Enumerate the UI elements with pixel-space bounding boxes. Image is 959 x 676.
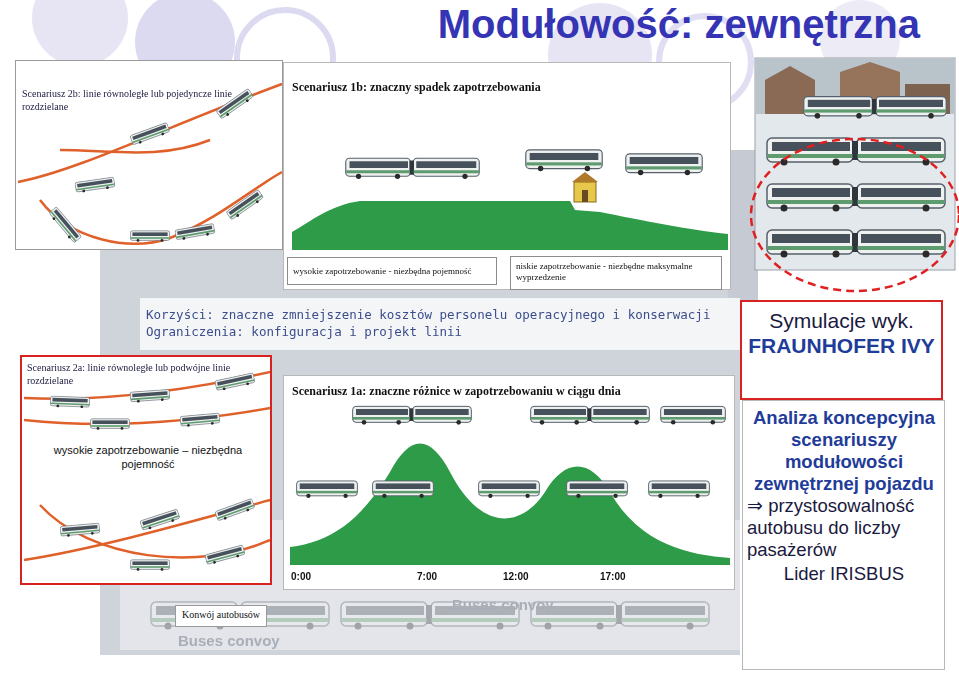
scenario-panel: Scenariusz 2b: linie równoległe lub poje…: [15, 60, 283, 250]
caption-box: Konwój autobusów: [175, 605, 267, 627]
node-text: Konwój autobusów: [179, 609, 263, 621]
caption-box: niskie zapotrzebowanie - niezbędne maksy…: [510, 256, 722, 290]
benefits-band: Korzyści: znaczne zmniejszenie kosztów p…: [140, 302, 740, 348]
node-text: Ograniczenia: konfiguracja i projekt lin…: [146, 323, 734, 340]
time-label: 0:00: [291, 571, 311, 582]
slide-title: Modułowość: zewnętrzna: [380, 0, 920, 48]
node-text: Analiza koncepcyjna scenariuszy modułowo…: [747, 407, 941, 495]
watermark: Buses convoy: [452, 596, 554, 613]
caption-box: wysokie zapotrzebowanie - niezbędna poje…: [287, 257, 497, 285]
node-text: Symulacje wyk.: [746, 308, 937, 333]
node-text: Scenariusz 2a: linie równoległe lub podw…: [27, 361, 265, 387]
time-label: 7:00: [417, 571, 437, 582]
node-text: Scenariusz 1a: znaczne różnice w zapotrz…: [292, 384, 726, 399]
node-text: niskie zapotrzebowanie - niezbędne maksy…: [516, 261, 716, 283]
node-text: Scenariusz 1b: znaczny spadek zapotrzebo…: [292, 80, 722, 95]
time-label: 17:00: [600, 571, 626, 582]
scenario-panel: Scenariusz 1a: znaczne różnice w zapotrz…: [283, 375, 735, 590]
scenario-panel: Scenariusz 1b: znaczny spadek zapotrzebo…: [283, 62, 731, 290]
time-label: 12:00: [503, 571, 529, 582]
analysis-box: Analiza koncepcyjna scenariuszy modułowo…: [742, 400, 945, 670]
demand-note: wysokie zapotrzebowanie – niezbędna poje…: [30, 442, 266, 472]
node-text: Korzyści: znaczne zmniejszenie kosztów p…: [146, 306, 734, 323]
node-text: Lider IRISBUS: [747, 563, 941, 585]
simulation-box: Symulacje wyk.FRAUNHOFER IVY: [740, 300, 943, 400]
node-text: wysokie zapotrzebowanie - niezbędna poje…: [293, 266, 491, 277]
watermark: Buses convoy: [178, 632, 280, 649]
node-text: ⇒ przystosowalność autobusu do liczby pa…: [747, 495, 941, 561]
node-text: Scenariusz 2b: linie równoległe lub poje…: [22, 87, 276, 113]
node-text: FRAUNHOFER IVY: [746, 333, 937, 358]
